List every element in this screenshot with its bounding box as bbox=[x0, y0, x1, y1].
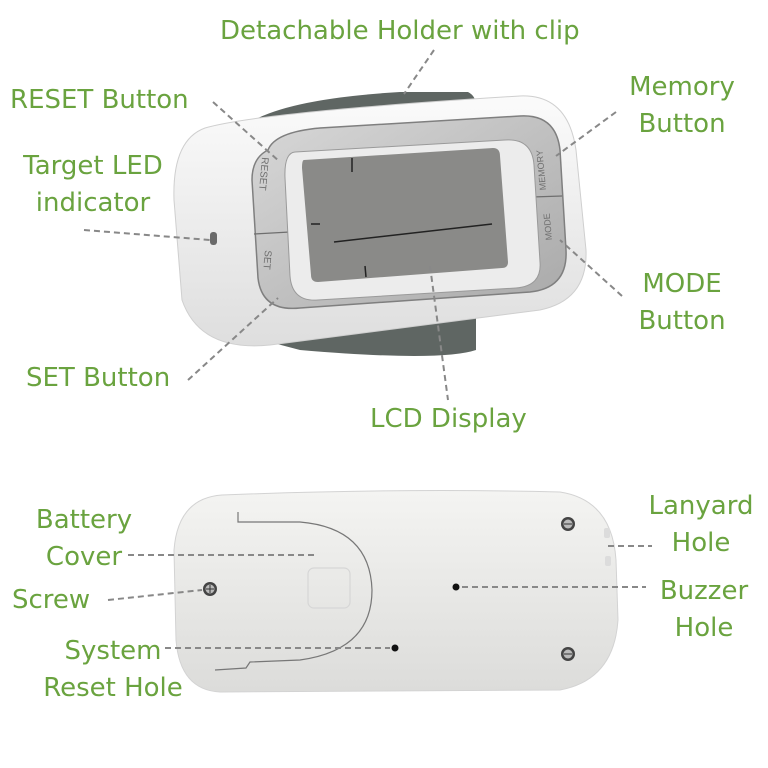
label-line: SET Button bbox=[26, 363, 171, 393]
label-lcd-display: LCD Display bbox=[370, 401, 527, 438]
buzzer-hole bbox=[452, 583, 460, 591]
mode-button-text: MODE bbox=[542, 213, 554, 241]
label-line: indicator bbox=[35, 188, 151, 218]
label-line: System bbox=[64, 636, 162, 666]
label-line: Cover bbox=[45, 542, 123, 572]
label-system-reset-hole: System Reset Hole bbox=[28, 633, 198, 707]
device-back-body bbox=[173, 490, 619, 693]
label-line: Button bbox=[638, 306, 726, 336]
label-set-button: SET Button bbox=[26, 360, 170, 397]
label-target-led: Target LED indicator bbox=[8, 148, 178, 222]
label-line: Hole bbox=[671, 528, 731, 558]
label-lanyard-hole: Lanyard Hole bbox=[636, 488, 766, 562]
label-line: Button bbox=[638, 109, 726, 139]
label-line: RESET Button bbox=[10, 85, 189, 115]
label-memory-button: Memory Button bbox=[612, 69, 752, 143]
label-line: Target LED bbox=[23, 151, 163, 181]
label-line: Hole bbox=[674, 613, 734, 643]
screw-icon bbox=[561, 647, 575, 661]
label-mode-button: MODE Button bbox=[612, 266, 752, 340]
front-view: RESET SET MEMORY MODE bbox=[173, 92, 587, 356]
back-view bbox=[173, 490, 619, 693]
label-reset-button: RESET Button bbox=[10, 82, 189, 119]
label-line: MODE bbox=[642, 269, 722, 299]
label-line: Screw bbox=[12, 585, 91, 615]
label-line: Buzzer bbox=[659, 576, 749, 606]
label-line: Lanyard bbox=[648, 491, 754, 521]
label-line: Detachable Holder with clip bbox=[220, 16, 580, 46]
set-button-text: SET bbox=[260, 250, 273, 270]
label-line: Reset Hole bbox=[43, 673, 183, 703]
reset-button-text: RESET bbox=[256, 157, 270, 191]
target-led-indicator bbox=[210, 232, 217, 245]
label-detachable-holder: Detachable Holder with clip bbox=[220, 13, 580, 50]
lanyard-hole bbox=[604, 528, 610, 538]
system-reset-hole bbox=[391, 644, 399, 652]
label-battery-cover: Battery Cover bbox=[14, 502, 154, 576]
battery-cover bbox=[214, 512, 373, 671]
screw-icon bbox=[203, 582, 217, 596]
leader-lines bbox=[83, 49, 652, 649]
lcd-display-screen bbox=[302, 148, 508, 282]
label-line: LCD Display bbox=[370, 404, 527, 434]
memory-button-text: MEMORY bbox=[535, 150, 548, 191]
label-line: Memory bbox=[629, 72, 735, 102]
label-buzzer-hole: Buzzer Hole bbox=[640, 573, 768, 647]
label-line: Battery bbox=[35, 505, 133, 535]
screw-icon bbox=[561, 517, 575, 531]
label-screw: Screw bbox=[12, 582, 90, 619]
